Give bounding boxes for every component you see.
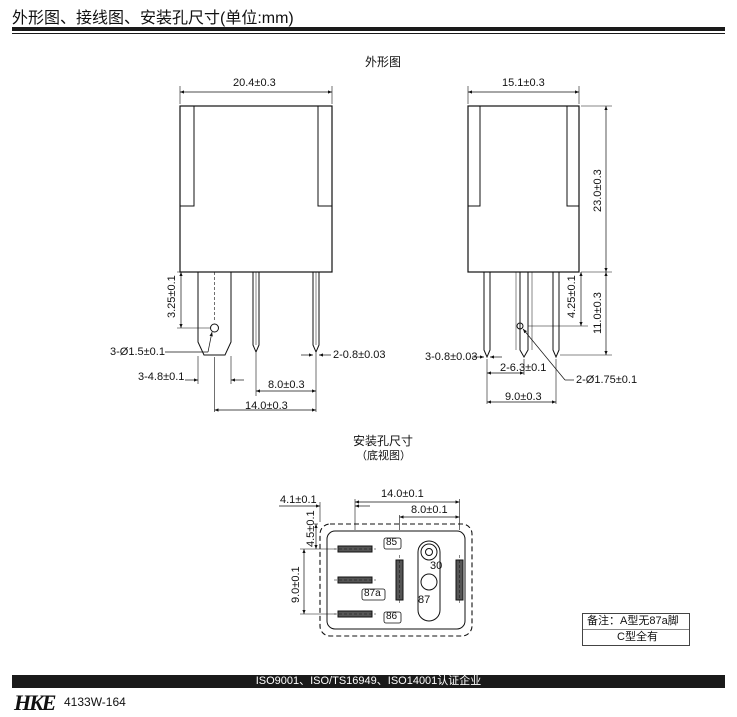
- hole-30-inner: [425, 548, 433, 556]
- dim-side-pin-thickness: 3-0.8±0.03: [425, 351, 478, 363]
- side-pin-hole: [516, 322, 524, 330]
- front-pin-middle: [252, 272, 260, 354]
- pin-label-87: 87: [418, 594, 431, 606]
- front-view: [165, 86, 333, 412]
- dim-front-span-8: 8.0±0.3: [268, 379, 305, 391]
- side-pin-right: [552, 272, 560, 359]
- note-line-2: C型全有: [583, 629, 689, 645]
- hole-87: [420, 573, 438, 591]
- dim-mount-8: 8.0±0.1: [411, 504, 448, 516]
- dim-side-4-25: 4.25±0.1: [566, 275, 578, 318]
- brand-logo: HKE: [14, 690, 56, 715]
- pin-label-86: 86: [386, 611, 398, 622]
- dim-front-pin-thickness: 2-0.8±0.03: [333, 349, 386, 361]
- note-line-1: 备注：A型无87a脚: [587, 615, 679, 627]
- front-terminal-hole: [210, 323, 219, 333]
- dim-mount-9: 9.0±0.1: [290, 566, 302, 603]
- front-body: [179, 105, 333, 273]
- pin-label-30: 30: [430, 560, 443, 572]
- title-rule-thick: [12, 27, 725, 31]
- dim-mount-4-1: 4.1±0.1: [280, 494, 317, 506]
- footer-cert-bar: ISO9001、ISO/TS16949、ISO14001认证企业: [12, 675, 725, 688]
- page-title: 外形图、接线图、安装孔尺寸(单位:mm): [12, 10, 294, 27]
- dim-side-span-9: 9.0±0.3: [505, 391, 542, 403]
- mount-view: [279, 499, 473, 637]
- dim-mount-14: 14.0±0.1: [381, 488, 424, 500]
- side-body-left-rib: [467, 105, 481, 207]
- document-code: 4133W-164: [64, 695, 126, 709]
- side-pin-left: [483, 272, 491, 359]
- mount-subcaption: （底视图）: [356, 450, 411, 462]
- label-box-87a: [361, 588, 386, 601]
- dim-front-3-25: 3.25±0.1: [166, 275, 178, 318]
- front-pin-right: [312, 272, 320, 354]
- dim-side-11: 11.0±0.3: [592, 292, 604, 334]
- hole-30-outer: [420, 543, 438, 561]
- dim-side-span-6-3: 2-6.3±0.1: [500, 362, 547, 374]
- mount-outline-outer: [319, 523, 473, 637]
- dim-front-terminal-width: 3-4.8±0.1: [138, 371, 185, 383]
- label-box-86: [383, 611, 402, 624]
- dim-mount-4-5: 4.5±0.1: [305, 510, 317, 547]
- front-body-left-rib: [179, 105, 195, 207]
- slot-30-87-outline: [417, 540, 441, 622]
- side-pin-center: [519, 272, 529, 359]
- title-rule-thin: [12, 33, 725, 34]
- side-body: [467, 105, 580, 273]
- pin-label-87a: 87a: [364, 588, 381, 599]
- front-terminal-large: [197, 272, 232, 356]
- dim-front-hole: 3-Ø1.5±0.1: [110, 346, 165, 358]
- mount-outline-inner: [326, 530, 466, 630]
- side-body-right-rib: [566, 105, 580, 207]
- dim-front-span-14: 14.0±0.3: [245, 400, 288, 412]
- front-body-right-rib: [317, 105, 333, 207]
- side-view: [467, 86, 612, 404]
- label-box-85: [383, 537, 402, 550]
- dim-side-23: 23.0±0.3: [592, 169, 604, 212]
- dim-side-hole: 2-Ø1.75±0.1: [576, 374, 638, 386]
- dim-side-width: 15.1±0.3: [502, 77, 545, 89]
- dim-front-width: 20.4±0.3: [233, 77, 276, 89]
- mount-caption: 安装孔尺寸: [353, 434, 414, 448]
- note-box: 备注：A型无87a脚 C型全有: [582, 613, 690, 646]
- pin-label-85: 85: [386, 537, 398, 548]
- outline-caption: 外形图: [365, 55, 402, 69]
